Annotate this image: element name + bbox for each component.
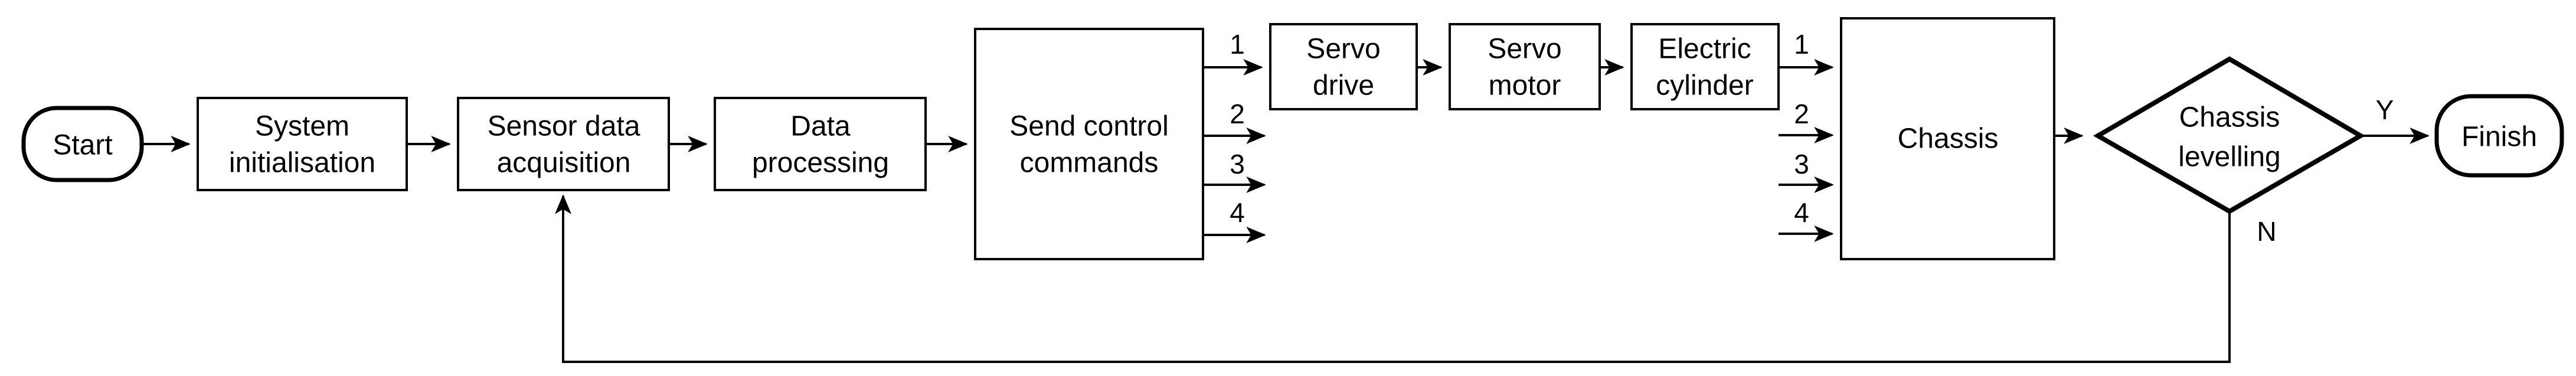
node-electric-cylinder: Electric cylinder <box>1630 23 1780 110</box>
node-chassis: Chassis <box>1840 17 2055 260</box>
start-label: Start <box>53 130 112 161</box>
data-processing-box <box>714 97 927 191</box>
system-initialisation-box <box>197 97 408 191</box>
decision-yes-label: Y <box>2376 94 2394 125</box>
sensor-data-acquisition-line1: Sensor data <box>488 111 640 142</box>
servo-motor-box <box>1449 23 1601 110</box>
servo-motor-line1: Servo <box>1488 34 1561 65</box>
node-data-processing: Data processing <box>714 97 927 191</box>
finish-terminator-shape <box>2434 94 2564 178</box>
servo-drive-line1: Servo <box>1306 34 1380 65</box>
electric-cylinder-line2: cylinder <box>1656 70 1753 102</box>
chassis-input-1-label: 1 <box>1794 29 1809 60</box>
command-channel-1-label: 1 <box>1230 29 1245 60</box>
servo-drive-box <box>1269 23 1418 110</box>
chassis-input-2-label: 2 <box>1794 99 1809 129</box>
command-channel-2-label: 2 <box>1230 99 1245 129</box>
node-finish: Finish <box>2434 94 2564 178</box>
node-chassis-levelling-decision: Chassis levelling <box>2093 56 2365 214</box>
chassis-levelling-diamond <box>2093 56 2365 214</box>
electric-cylinder-box <box>1630 23 1780 110</box>
system-initialisation-line2: initialisation <box>229 148 375 179</box>
send-control-commands-box <box>974 28 1204 260</box>
sensor-data-acquisition-box <box>457 97 670 191</box>
chassis-levelling-line1: Chassis <box>2179 102 2280 133</box>
node-start: Start <box>21 106 144 182</box>
system-initialisation-line1: System <box>255 111 349 142</box>
send-control-commands-line2: commands <box>1020 148 1159 179</box>
sensor-data-acquisition-line2: acquisition <box>497 148 631 179</box>
send-control-commands-line1: Send control <box>1009 111 1169 142</box>
chassis-input-3-label: 3 <box>1794 149 1809 179</box>
chassis-levelling-line2: levelling <box>2178 142 2280 173</box>
electric-cylinder-line1: Electric <box>1658 34 1751 65</box>
data-processing-line2: processing <box>752 148 889 179</box>
chassis-box <box>1840 17 2055 260</box>
edges <box>142 59 2430 363</box>
edge-decision-no-feedback-loop <box>555 194 2231 363</box>
node-servo-motor: Servo motor <box>1449 23 1601 110</box>
chassis-label: Chassis <box>1898 123 1999 155</box>
command-channel-3-label: 3 <box>1230 149 1245 179</box>
node-servo-drive: Servo drive <box>1269 23 1418 110</box>
node-sensor-data-acquisition: Sensor data acquisition <box>457 97 670 191</box>
node-send-control-commands: Send control commands <box>974 28 1204 260</box>
edge-labels: 1 2 3 4 1 2 3 4 Y N <box>1230 29 2394 247</box>
node-system-initialisation: System initialisation <box>197 97 408 191</box>
decision-no-label: N <box>2257 216 2276 247</box>
start-terminator-shape <box>21 106 144 182</box>
servo-motor-line2: motor <box>1489 70 1561 102</box>
chassis-input-4-label: 4 <box>1794 197 1809 228</box>
finish-label: Finish <box>2461 122 2537 153</box>
servo-drive-line2: drive <box>1313 70 1374 102</box>
command-channel-4-label: 4 <box>1230 197 1245 228</box>
data-processing-line1: Data <box>790 111 851 142</box>
